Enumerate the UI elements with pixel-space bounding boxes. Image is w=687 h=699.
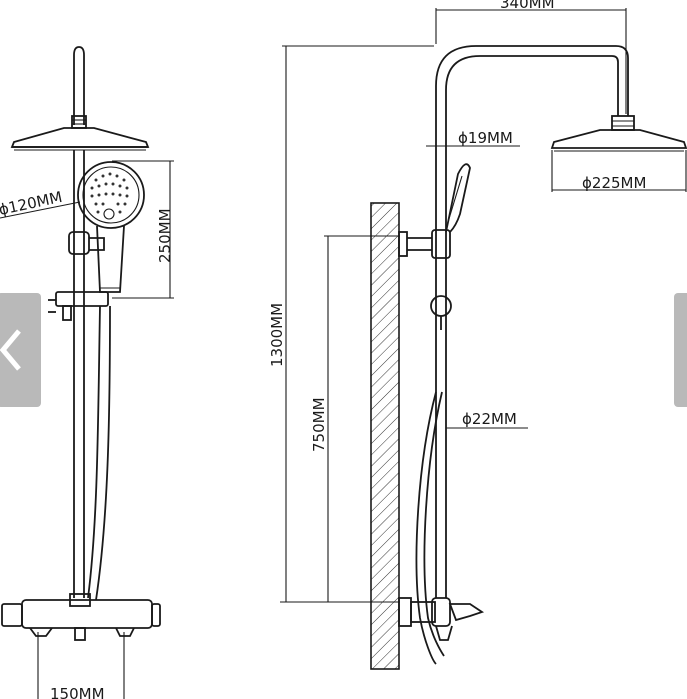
chevron-right-icon xyxy=(674,293,687,407)
front-overhead-arm xyxy=(73,46,85,125)
side-arm-inner xyxy=(445,55,619,236)
front-holder-clamp xyxy=(68,231,90,255)
dim-hand-shower-length: 250MM xyxy=(156,208,174,263)
side-arm-nut xyxy=(611,115,635,131)
front-mixer-left-knob xyxy=(1,603,23,627)
front-hose-inner xyxy=(95,305,111,601)
side-mixer-valve xyxy=(431,597,451,627)
wall-section xyxy=(370,202,400,670)
side-hose-outer xyxy=(415,391,437,665)
dim-upper-pipe: ϕ19MM xyxy=(458,129,513,147)
side-mixer-plate xyxy=(398,597,412,627)
next-image-button[interactable] xyxy=(674,293,687,407)
front-hand-shower-nozzles xyxy=(90,172,129,214)
side-mixer-body xyxy=(410,601,436,623)
front-rain-head xyxy=(10,127,150,148)
front-mixer-body xyxy=(21,599,153,629)
dim-hand-shower-diameter: ϕ120MM xyxy=(0,188,64,219)
front-mixer-right-knob xyxy=(151,603,161,627)
dim-mixer-spacing: 150MM xyxy=(50,685,105,699)
front-view xyxy=(0,46,174,699)
side-arm-outer xyxy=(435,45,629,236)
side-slide-knob xyxy=(430,295,452,317)
side-spout xyxy=(448,603,485,622)
side-hose-inner xyxy=(423,391,445,657)
front-hose-outer xyxy=(87,305,101,599)
prev-image-button[interactable] xyxy=(0,293,41,407)
side-hand-shower xyxy=(445,163,471,233)
chevron-left-icon xyxy=(0,329,21,371)
side-view xyxy=(280,8,687,670)
front-hand-shower-head xyxy=(77,161,145,229)
dim-lower-pipe: ϕ22MM xyxy=(462,410,517,428)
side-bracket-clamp xyxy=(431,229,451,259)
dim-head-diameter: ϕ225MM xyxy=(582,174,646,192)
side-rain-head xyxy=(550,129,687,149)
dim-top-width: 340MM xyxy=(500,0,555,12)
dim-total-height: 1300MM xyxy=(268,303,286,367)
front-slide-holder xyxy=(55,291,109,307)
side-bracket-plate xyxy=(398,231,408,257)
front-hand-shower-handle xyxy=(96,225,125,293)
front-spout xyxy=(74,627,86,641)
dim-outlet-height: 750MM xyxy=(310,397,328,452)
